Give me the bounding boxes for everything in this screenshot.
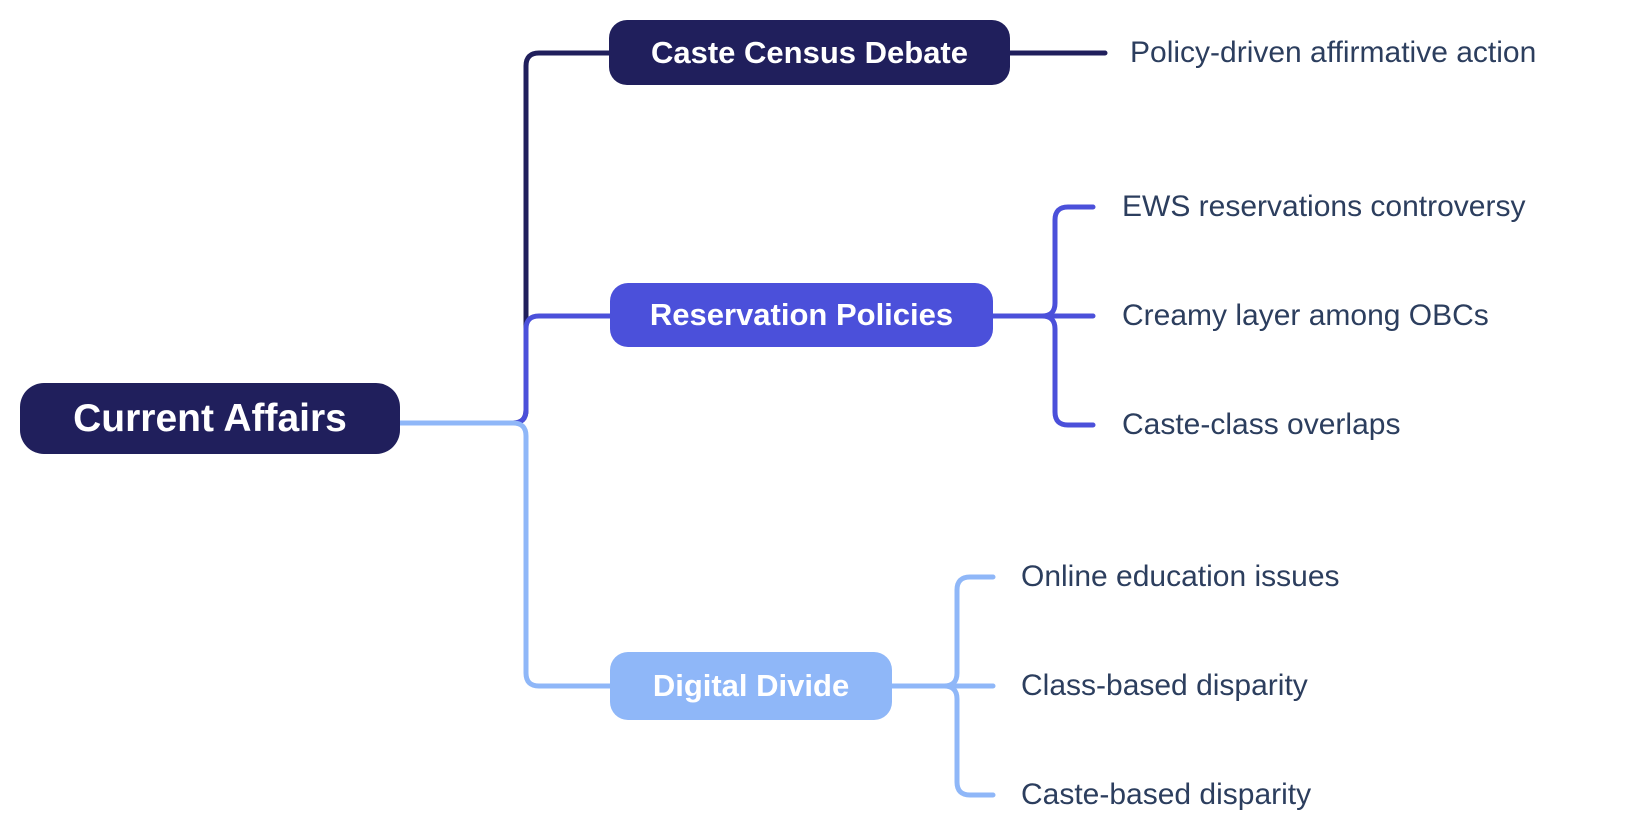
- branch-node-digital-divide[interactable]: Digital Divide: [610, 652, 892, 720]
- link-reservation-leaf-0: [990, 204, 1096, 319]
- leaf-class-based-disparity[interactable]: Class-based disparity: [1021, 669, 1308, 702]
- link-digital-leaf-2: [889, 683, 996, 798]
- leaf-caste-class-overlaps[interactable]: Caste-class overlaps: [1122, 408, 1401, 441]
- leaf-ews-reservations-controversy[interactable]: EWS reservations controversy: [1122, 190, 1526, 223]
- link-reservation-leaf-2: [990, 313, 1096, 428]
- link-digital-leaf-0: [889, 574, 996, 689]
- leaf-creamy-layer-among-obcs[interactable]: Creamy layer among OBCs: [1122, 299, 1489, 332]
- link-root-digital: [397, 420, 614, 689]
- branch-node-caste-census-debate[interactable]: Caste Census Debate: [609, 20, 1010, 85]
- branch-node-reservation-policies[interactable]: Reservation Policies: [610, 283, 993, 347]
- leaf-caste-based-disparity[interactable]: Caste-based disparity: [1021, 778, 1312, 811]
- root-node-current-affairs[interactable]: Current Affairs: [20, 383, 400, 454]
- leaf-online-education-issues[interactable]: Online education issues: [1021, 560, 1340, 593]
- link-root-reservation: [397, 313, 614, 426]
- link-root-caste-census: [397, 50, 613, 426]
- leaf-policy-driven-affirmative-action[interactable]: Policy-driven affirmative action: [1130, 36, 1537, 69]
